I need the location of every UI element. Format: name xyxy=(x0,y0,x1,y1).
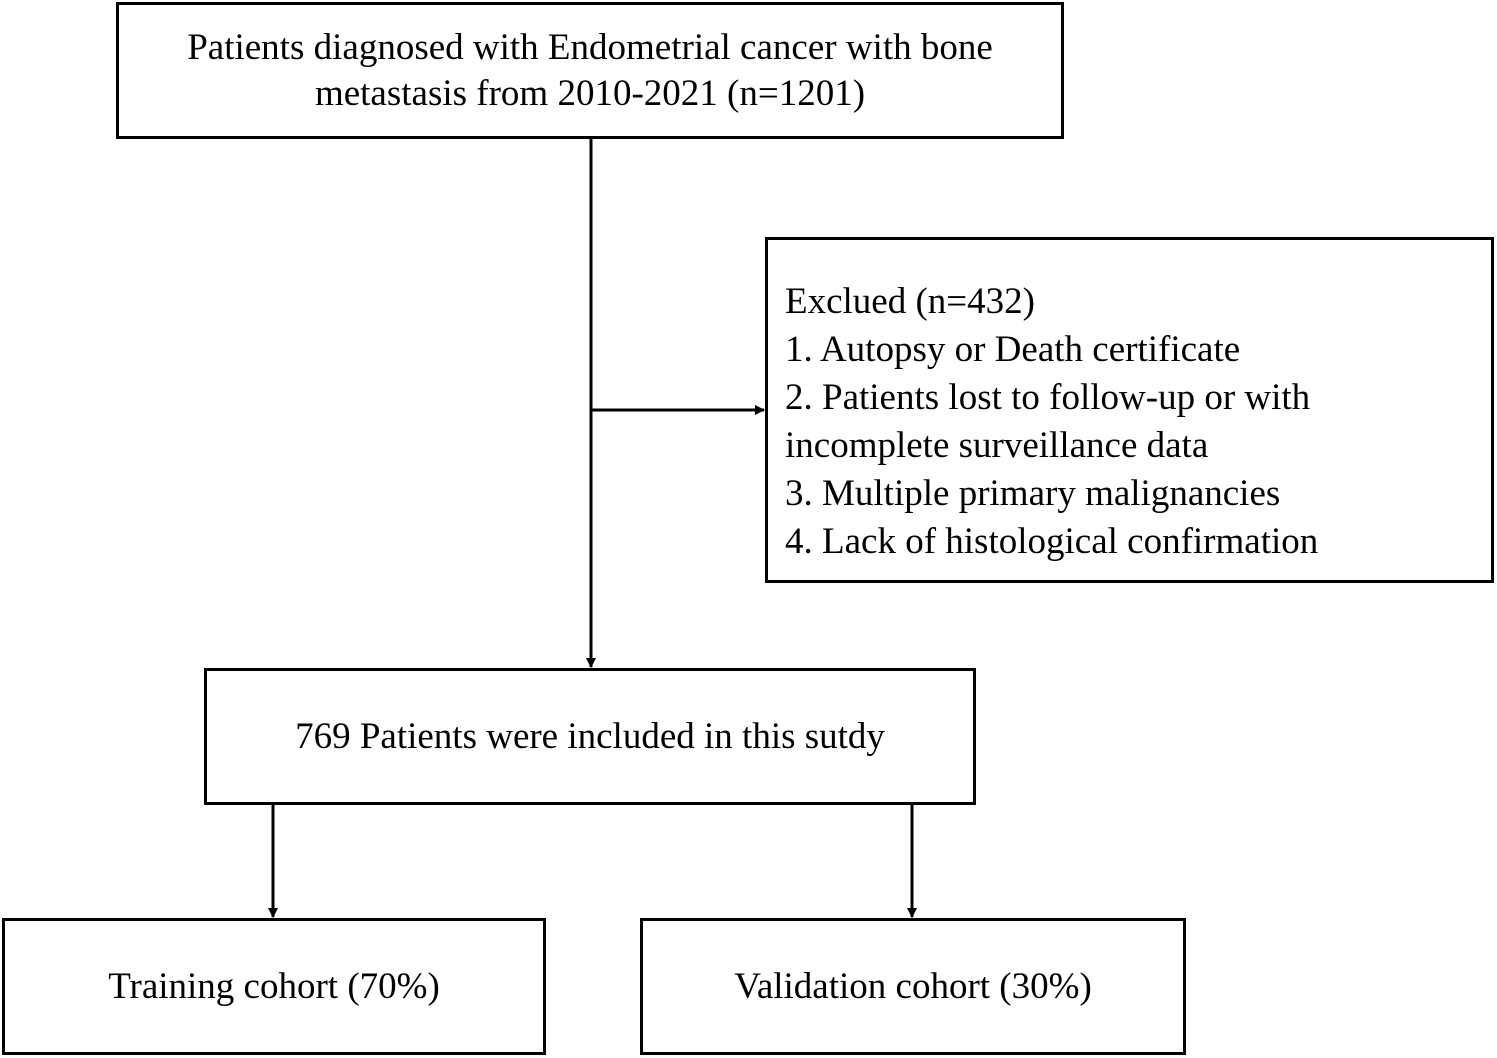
excluded-heading: Exclued (n=432) xyxy=(785,281,1035,322)
validation-cohort-text: Validation cohort (30%) xyxy=(734,965,1092,1007)
validation-cohort-box: Validation cohort (30%) xyxy=(640,918,1186,1055)
excluded-criterion-2: 2. Patients lost to follow-up or with xyxy=(785,377,1311,418)
excluded-criterion-3: 3. Multiple primary malignancies xyxy=(785,473,1281,514)
diagnosed-patients-box: Patients diagnosed with Endometrial canc… xyxy=(116,2,1064,139)
included-patients-box: 769 Patients were included in this sutdy xyxy=(204,668,976,805)
training-cohort-box: Training cohort (70%) xyxy=(2,918,546,1055)
excluded-criterion-4: 4. Lack of histological confirmation xyxy=(785,521,1319,562)
diagnosed-patients-line-1: Patients diagnosed with Endometrial canc… xyxy=(187,26,993,68)
included-patients-text: 769 Patients were included in this sutdy xyxy=(295,715,885,757)
training-cohort-text: Training cohort (70%) xyxy=(108,965,440,1007)
excluded-patients-box: Exclued (n=432) 1. Autopsy or Death cert… xyxy=(765,237,1494,583)
excluded-criterion-2-continued: incomplete surveillance data xyxy=(785,425,1209,466)
excluded-criterion-1: 1. Autopsy or Death certificate xyxy=(785,329,1241,370)
diagnosed-patients-line-2: metastasis from 2010-2021 (n=1201) xyxy=(314,72,866,114)
